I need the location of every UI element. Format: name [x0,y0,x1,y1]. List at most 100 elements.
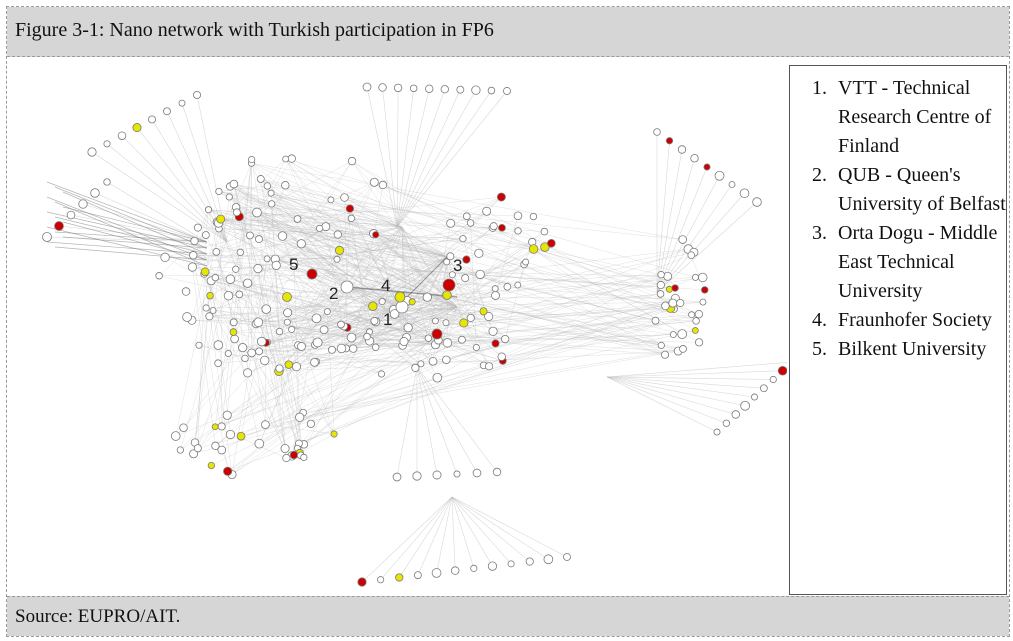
edge [300,301,383,456]
network-node [690,154,699,163]
network-node [466,219,475,227]
edge [208,209,458,308]
network-node [431,317,439,325]
edge [251,352,421,365]
network-node [497,352,506,361]
edge [251,163,317,319]
edge [251,163,503,362]
edge [285,158,448,258]
network-node [399,337,409,347]
network-node [289,450,299,460]
legend-num: 4. [812,309,827,331]
edge [58,225,208,243]
edge [606,376,764,389]
network-node [488,326,498,336]
legend-item-5: 5.Bilkent University [790,335,1006,364]
network-node [289,259,299,268]
network-node [697,272,708,283]
edge [345,226,403,349]
edge [194,209,209,242]
edge [218,191,403,228]
network-node [247,348,257,358]
network-node [179,423,188,432]
network-node [409,84,418,93]
network-node [728,181,736,188]
network-node [252,207,262,218]
network-node [310,358,319,367]
edge [606,362,787,378]
network-node [192,90,202,100]
network-node [777,365,787,376]
network-node [271,260,281,270]
network-node [178,99,186,107]
edge [408,306,458,328]
network-node [498,223,506,232]
network-node [496,192,506,202]
edge [46,181,208,243]
edge [428,223,451,339]
network-node [529,212,538,221]
network-node [688,311,696,319]
edge [227,337,429,472]
network-node [432,372,443,383]
edge [396,306,464,324]
network-node [661,301,670,311]
network-node [340,280,354,294]
edge [337,234,348,288]
network-node [280,444,290,454]
network-node [176,446,184,454]
network-node [731,410,740,419]
network-node [362,82,372,92]
edge [229,196,348,288]
network-node [462,255,471,264]
network-node [479,307,488,316]
network-node [694,338,704,347]
network-node [242,278,253,288]
network-node [256,336,267,347]
edge [315,226,403,345]
edge [451,496,456,571]
network-node [256,175,265,183]
network-node [411,363,420,372]
edge [242,345,299,348]
network-node [687,251,696,260]
network-node [190,236,199,246]
edge [606,376,718,433]
network-node [181,287,191,296]
edge [351,161,477,348]
network-node [458,335,466,344]
edge [229,196,448,258]
edge [396,89,477,228]
network-node [431,568,442,578]
network-node [513,211,523,221]
network-node [491,291,500,300]
network-node [442,338,453,348]
network-node [501,334,510,344]
network-node [246,231,254,240]
edge [278,347,477,372]
network-node [363,332,371,341]
edge [298,277,696,444]
network-node [87,147,97,157]
edge [267,185,494,227]
edge [427,256,448,298]
network-node [201,231,210,239]
edge [298,306,458,346]
edge [351,160,662,346]
edge [606,370,783,378]
edge [136,127,228,243]
edge [456,306,506,340]
network-node [230,334,239,344]
edge [270,192,398,308]
network-node [678,235,688,244]
node-label-2: 2 [329,284,338,303]
edge [323,226,403,330]
edge [240,231,545,437]
network-node [223,291,234,301]
legend-label: QUB - Queen's University of Belfast [838,164,1006,215]
edge [218,222,280,372]
edge [215,426,287,459]
network-node [651,316,660,325]
edge [231,423,311,475]
edge [229,196,266,425]
